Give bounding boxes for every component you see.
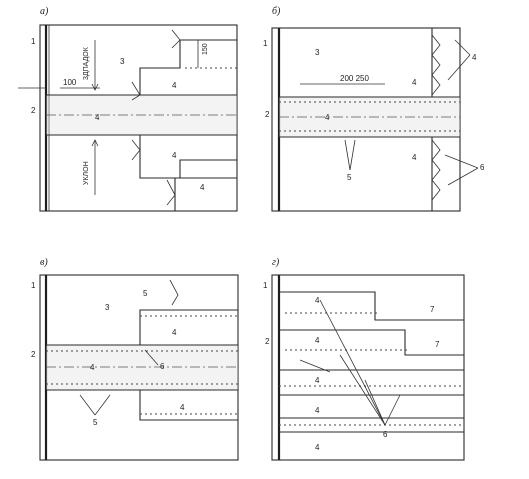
panel-v-callout-5a: 5 bbox=[143, 289, 148, 298]
panel-g-callout-2: 2 bbox=[265, 337, 270, 346]
panel-a-callout-4d: 4 bbox=[200, 183, 205, 192]
panel-v-callout-2: 2 bbox=[31, 350, 36, 359]
panel-g-callout-7b: 7 bbox=[435, 340, 440, 349]
panel-a-dim-150: 150 bbox=[202, 43, 209, 55]
panel-b-callout-4c: 4 bbox=[472, 53, 477, 62]
panel-v: в) 1 2 3 4 4 4 5 6 5 bbox=[31, 257, 239, 461]
panel-b-callout-3: 3 bbox=[315, 48, 320, 57]
panel-g: г) 1 2 4 4 4 4 4 7 7 6 bbox=[263, 257, 465, 461]
panel-g-callout-7a: 7 bbox=[430, 305, 435, 314]
panel-g-callout-6: 6 bbox=[383, 430, 388, 439]
panel-v-callout-6: 6 bbox=[160, 362, 165, 371]
panel-g-callout-4a: 4 bbox=[315, 296, 320, 305]
panel-b-callout-6: 6 bbox=[480, 163, 485, 172]
panel-g-callout-4d: 4 bbox=[315, 406, 320, 415]
panel-g-callout-4c: 4 bbox=[315, 376, 320, 385]
panel-v-label: в) bbox=[40, 257, 48, 268]
panel-a-frame bbox=[39, 24, 238, 212]
panel-b-callout-4b: 4 bbox=[412, 78, 417, 87]
panel-a-arrow-label-top: 3ДПАДОК bbox=[83, 46, 90, 80]
panel-b-callout-5: 5 bbox=[347, 173, 352, 182]
panel-v-callout-5b: 5 bbox=[93, 418, 98, 427]
panel-a-callout-3: 3 bbox=[120, 57, 125, 66]
panel-v-callout-1: 1 bbox=[31, 281, 36, 290]
panel-a-callout-1: 1 bbox=[31, 37, 36, 46]
panel-g-label: г) bbox=[272, 257, 280, 268]
panel-g-callout-4e: 4 bbox=[315, 443, 320, 452]
panel-b: б) 200 250 1 2 3 4 4 4 4 5 6 bbox=[263, 6, 485, 212]
panel-g-frame bbox=[271, 274, 465, 461]
panel-a-callout-4b: 4 bbox=[95, 113, 100, 122]
panel-a-callout-4a: 4 bbox=[172, 81, 177, 90]
panel-v-frame bbox=[39, 274, 239, 461]
panel-v-callout-4b: 4 bbox=[90, 363, 95, 372]
panel-b-callout-4a: 4 bbox=[325, 113, 330, 122]
panel-v-callout-4c: 4 bbox=[180, 403, 185, 412]
panel-b-callout-4d: 4 bbox=[412, 153, 417, 162]
panel-a-callout-2: 2 bbox=[31, 106, 36, 115]
panel-a-arrow-label-bottom: УКЛОН bbox=[83, 161, 90, 185]
panel-v-callout-3: 3 bbox=[105, 303, 110, 312]
panel-b-dims: 200 250 bbox=[340, 74, 369, 83]
panel-a-label: а) bbox=[40, 6, 49, 17]
panel-a: а) 100 150 3ДПАДОК УКЛОН 1 2 3 4 4 bbox=[18, 6, 238, 212]
panel-b-frame bbox=[271, 27, 461, 212]
panel-g-callout-1: 1 bbox=[263, 281, 268, 290]
panel-b-callout-1: 1 bbox=[263, 39, 268, 48]
panel-a-dim-100: 100 bbox=[63, 78, 77, 87]
panel-a-callout-4c: 4 bbox=[172, 151, 177, 160]
panel-b-callout-2: 2 bbox=[265, 110, 270, 119]
panel-g-callout-4b: 4 bbox=[315, 336, 320, 345]
panel-b-label: б) bbox=[272, 6, 281, 17]
panel-v-callout-4a: 4 bbox=[172, 328, 177, 337]
